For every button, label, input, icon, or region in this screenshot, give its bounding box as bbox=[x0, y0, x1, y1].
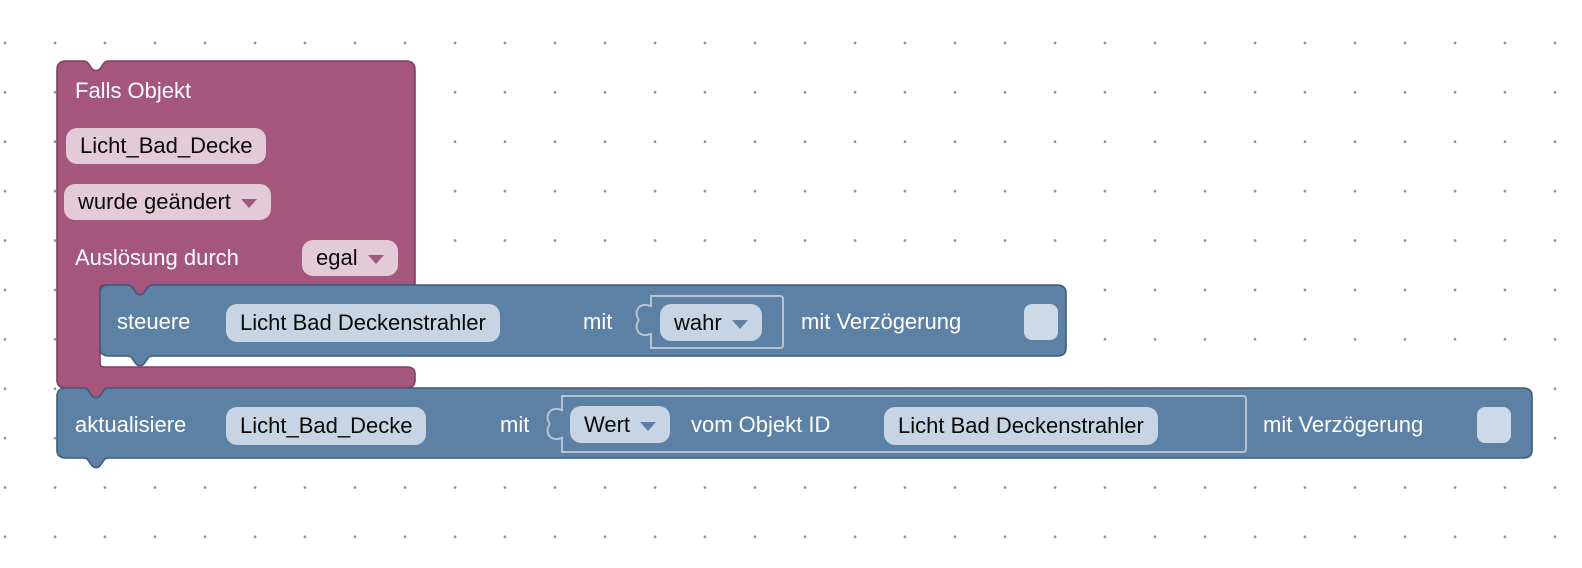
dropdown-arrow-icon bbox=[640, 421, 657, 431]
update-source-object-id-field[interactable]: Licht Bad Deckenstrahler bbox=[884, 407, 1158, 445]
update-source-object-id-value: Licht Bad Deckenstrahler bbox=[898, 413, 1144, 438]
steuere-label: steuere bbox=[117, 309, 191, 334]
change-type-dropdown[interactable]: wurde geändert bbox=[64, 184, 271, 220]
set-mit-label: mit bbox=[583, 309, 613, 334]
update-value-block-outline[interactable] bbox=[546, 395, 1247, 453]
dropdown-arrow-icon bbox=[367, 255, 384, 264]
trigger-by-label: Auslösung durch bbox=[75, 245, 239, 270]
vom-objekt-id-label: vom Objekt ID bbox=[691, 412, 831, 437]
aktualisiere-label: aktualisiere bbox=[75, 412, 187, 437]
update-value-value: Wert bbox=[584, 411, 631, 437]
update-mit-label: mit bbox=[500, 412, 530, 437]
set-object-id-field[interactable]: Licht Bad Deckenstrahler bbox=[226, 304, 500, 342]
update-object-id-value: Licht_Bad_Decke bbox=[240, 413, 413, 438]
update-object-id-field[interactable]: Licht_Bad_Decke bbox=[226, 407, 427, 445]
dropdown-arrow-icon bbox=[240, 199, 257, 208]
update-value-dropdown[interactable]: Wert bbox=[570, 406, 671, 443]
set-value-dropdown[interactable]: wahr bbox=[660, 304, 762, 341]
set-value-value: wahr bbox=[674, 309, 722, 335]
trigger-object-id-field[interactable]: Licht_Bad_Decke bbox=[66, 128, 267, 164]
trigger-by-dropdown[interactable]: egal bbox=[302, 240, 398, 276]
update-delay-label: mit Verzögerung bbox=[1263, 412, 1424, 437]
trigger-by-value: egal bbox=[316, 245, 358, 270]
dropdown-arrow-icon bbox=[731, 319, 748, 329]
set-delay-label: mit Verzögerung bbox=[801, 309, 962, 334]
set-object-id-value: Licht Bad Deckenstrahler bbox=[240, 310, 486, 335]
change-type-value: wurde geändert bbox=[78, 189, 231, 214]
update-block-body[interactable] bbox=[56, 387, 1533, 469]
falls-objekt-title: Falls Objekt bbox=[75, 78, 192, 103]
update-delay-checkbox[interactable] bbox=[1477, 407, 1511, 443]
trigger-object-id-value: Licht_Bad_Decke bbox=[80, 133, 253, 158]
set-delay-checkbox[interactable] bbox=[1024, 304, 1058, 340]
set-value-block-outline[interactable] bbox=[635, 295, 784, 349]
